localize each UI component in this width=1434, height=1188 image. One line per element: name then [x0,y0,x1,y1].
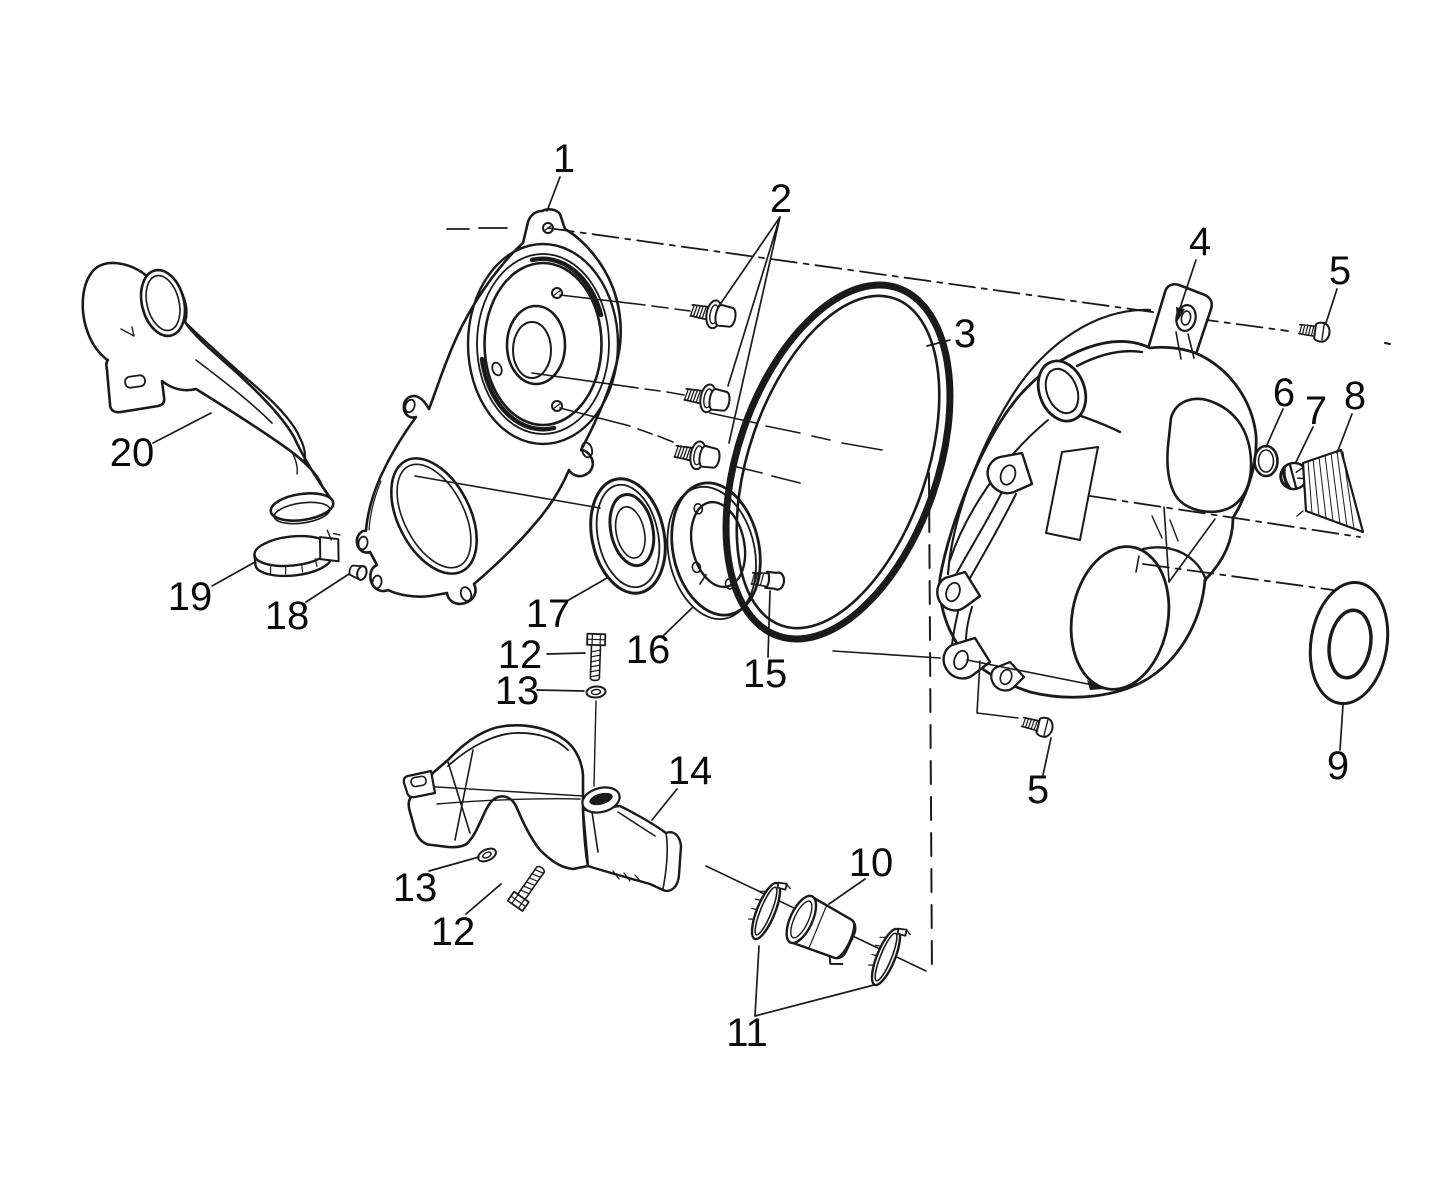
cover-drum [1069,545,1171,691]
part-12-bolt-lower [506,861,551,912]
callout-5-9: 5 [1027,768,1049,812]
callout-12-12: 12 [498,633,543,677]
callout-8-7: 8 [1344,374,1366,418]
ring-axis-line [1142,563,1334,591]
axis-end-dot [1384,342,1391,345]
part-18-plug [348,564,368,581]
part-17-seal [589,477,667,595]
callout-18-20: 18 [265,594,310,638]
callout-4-3: 4 [1189,220,1211,264]
callout-10-10: 10 [849,841,894,885]
part-14-clutch-duct [402,724,683,892]
callout-17-19: 17 [526,592,571,636]
callout-16-18: 16 [626,628,671,672]
cover-kidney-recess [1166,397,1253,513]
callout-11-11: 11 [726,1011,768,1055]
part-3-drive-belt [722,281,954,643]
callout-15-17: 15 [743,652,788,696]
cover-lug-upper [986,451,1034,495]
part-12-bolt-upper [584,632,607,682]
part-11-clamp-left [740,873,793,946]
duct-tab [402,769,437,799]
drum-arrowhead [1087,680,1104,690]
callout-3-2: 3 [954,312,976,356]
bolt-axis-to-duct [593,700,597,787]
part-13-washer-upper [585,684,607,700]
decal-axis-line [1089,495,1361,538]
callout-20-22: 20 [110,431,155,475]
part-1-inner-cover [355,208,623,606]
part-10-boot [785,894,857,965]
seal-alignment-line [414,475,601,509]
part-19-hose-clamp [253,529,341,578]
callout-12-15: 12 [431,910,476,954]
axis-line-top [547,227,1182,317]
part-20-intake-duct [81,261,335,525]
callout-7-6: 7 [1305,389,1327,433]
cover-lug-lower [942,636,992,680]
callout-13-14: 13 [393,866,438,910]
part-8-decal [1296,448,1365,534]
separation-dashed-line [928,472,933,977]
callout-13-13: 13 [495,669,540,713]
callout-14-16: 14 [668,749,713,793]
callout-9-8: 9 [1327,744,1349,788]
callout-19-21: 19 [168,575,213,619]
construction-lines-front [832,495,1361,719]
callout-6-5: 6 [1273,371,1295,415]
part-13-washer-lower [475,845,499,865]
cover-spout [1036,359,1088,423]
callout-1-0: 1 [553,137,575,181]
part-4-outer-cover [936,282,1258,699]
callout-5-4: 5 [1329,249,1351,293]
axis-lines [414,227,1391,977]
callout-2-1: 2 [770,177,792,221]
duct-outlet [581,804,683,892]
part-5-screw-bottom [1019,711,1056,740]
part-15-bolt [750,570,786,591]
cover-body [938,340,1258,699]
callout-leaders [152,176,1353,1017]
part-11-clamp-right [860,919,913,992]
part-6-oring [1253,444,1279,478]
part-9-ring [1308,580,1390,706]
